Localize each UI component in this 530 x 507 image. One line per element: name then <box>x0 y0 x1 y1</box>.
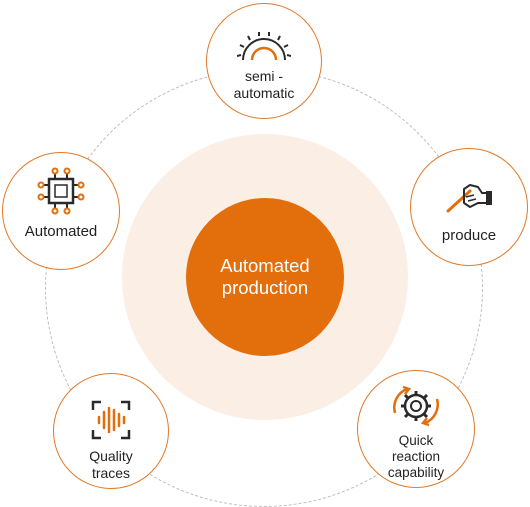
cycle-gear-icon <box>393 385 439 427</box>
hand-pen-icon <box>446 184 492 213</box>
node-label: semi - automatic <box>233 68 295 101</box>
node-label: Quick reaction capability <box>387 433 445 480</box>
node-label: Quality traces <box>89 448 133 481</box>
node-quick-reaction: Quick reaction capability <box>357 370 475 488</box>
node-produce: produce <box>410 148 528 266</box>
node-semi-automatic: semi - automatic <box>206 3 322 119</box>
node-quality-traces: Quality traces <box>53 373 169 489</box>
center-label: Automated production <box>220 255 310 298</box>
waveform-scan-icon <box>91 400 131 440</box>
node-label: produce <box>441 227 497 244</box>
semi-gear-icon <box>237 32 291 61</box>
chip-icon <box>37 167 85 215</box>
node-automated: Automated <box>2 152 120 270</box>
node-label: Automated <box>24 223 98 240</box>
center-circle: Automated production <box>186 198 344 356</box>
